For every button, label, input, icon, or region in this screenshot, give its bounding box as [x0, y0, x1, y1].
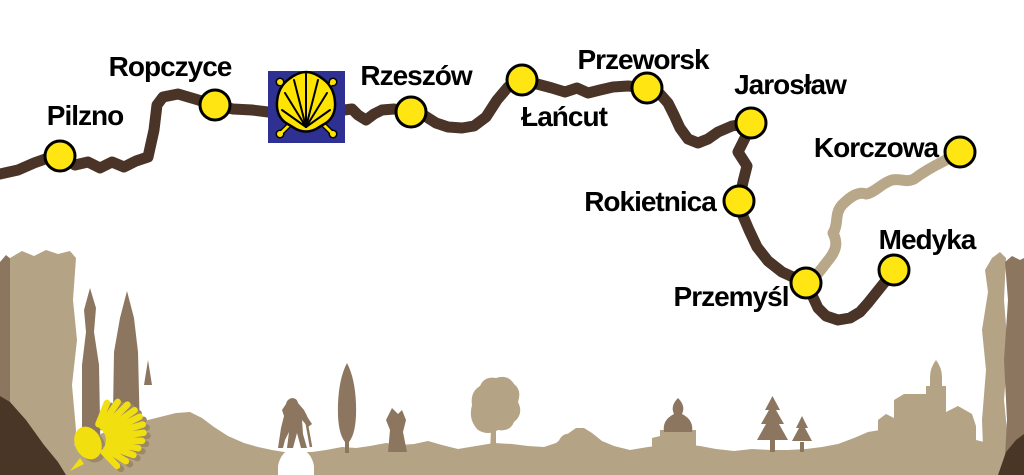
right-edge-structure — [982, 252, 1024, 475]
city-markers: Pilzno Ropczyce Rzeszów Łańcut Przeworsk… — [43, 44, 978, 312]
city-przemysl: Przemyśl — [674, 266, 823, 312]
city-lancut: Łańcut — [505, 63, 609, 132]
cathedral-pinnacle — [144, 360, 152, 385]
city-label: Medyka — [879, 224, 977, 255]
skyline-silhouette — [0, 250, 1024, 475]
city-label: Rzeszów — [360, 60, 472, 91]
city-label: Rokietnica — [584, 186, 717, 217]
city-label: Pilzno — [47, 100, 124, 131]
city-label: Jarosław — [734, 69, 847, 100]
city-ropczyce: Ropczyce — [109, 51, 233, 122]
cypress-tree — [337, 363, 357, 453]
pilgrim-staff — [303, 413, 313, 448]
stump-silhouette — [386, 408, 407, 452]
city-przeworsk: Przeworsk — [577, 44, 711, 105]
city-dot — [877, 253, 911, 287]
city-dot — [198, 88, 232, 122]
city-dot — [394, 95, 428, 129]
city-korczowa: Korczowa — [814, 132, 977, 169]
city-label: Przemyśl — [674, 281, 789, 312]
emblem-shell-grooves — [281, 73, 331, 128]
pilgrim-silhouette — [278, 398, 313, 448]
cathedral-wall — [10, 250, 77, 475]
city-pilzno: Pilzno — [43, 100, 125, 173]
city-dot — [943, 135, 977, 169]
scallop-shell-crossed-staffs-icon — [268, 70, 345, 143]
city-jaroslaw: Jarosław — [734, 69, 848, 140]
city-rzeszow: Rzeszów — [360, 60, 474, 129]
route-przemysl-korczowa — [800, 146, 966, 289]
city-rokietnica: Rokietnica — [584, 184, 756, 218]
fir-tree-small — [792, 416, 812, 452]
chapel-silhouette — [652, 398, 696, 452]
city-dot — [734, 106, 768, 140]
city-label: Przeworsk — [577, 44, 709, 75]
bridge-arch-opening — [278, 448, 314, 475]
city-label: Łańcut — [521, 101, 607, 132]
city-label: Korczowa — [814, 132, 940, 163]
church-silhouette — [878, 360, 976, 446]
rocks — [556, 433, 600, 452]
city-label: Ropczyce — [109, 51, 232, 82]
city-dot — [630, 71, 664, 105]
city-dot — [789, 266, 823, 300]
city-medyka: Medyka — [877, 224, 978, 287]
scallop-shell-rays-icon — [70, 398, 151, 473]
watermark-shell — [70, 398, 147, 471]
city-dot — [722, 184, 756, 218]
deciduous-tree — [470, 376, 521, 455]
city-dot — [43, 139, 77, 173]
city-dot — [505, 63, 539, 97]
corner-shadow-wedge — [0, 396, 66, 475]
fir-tree-large — [757, 396, 788, 452]
